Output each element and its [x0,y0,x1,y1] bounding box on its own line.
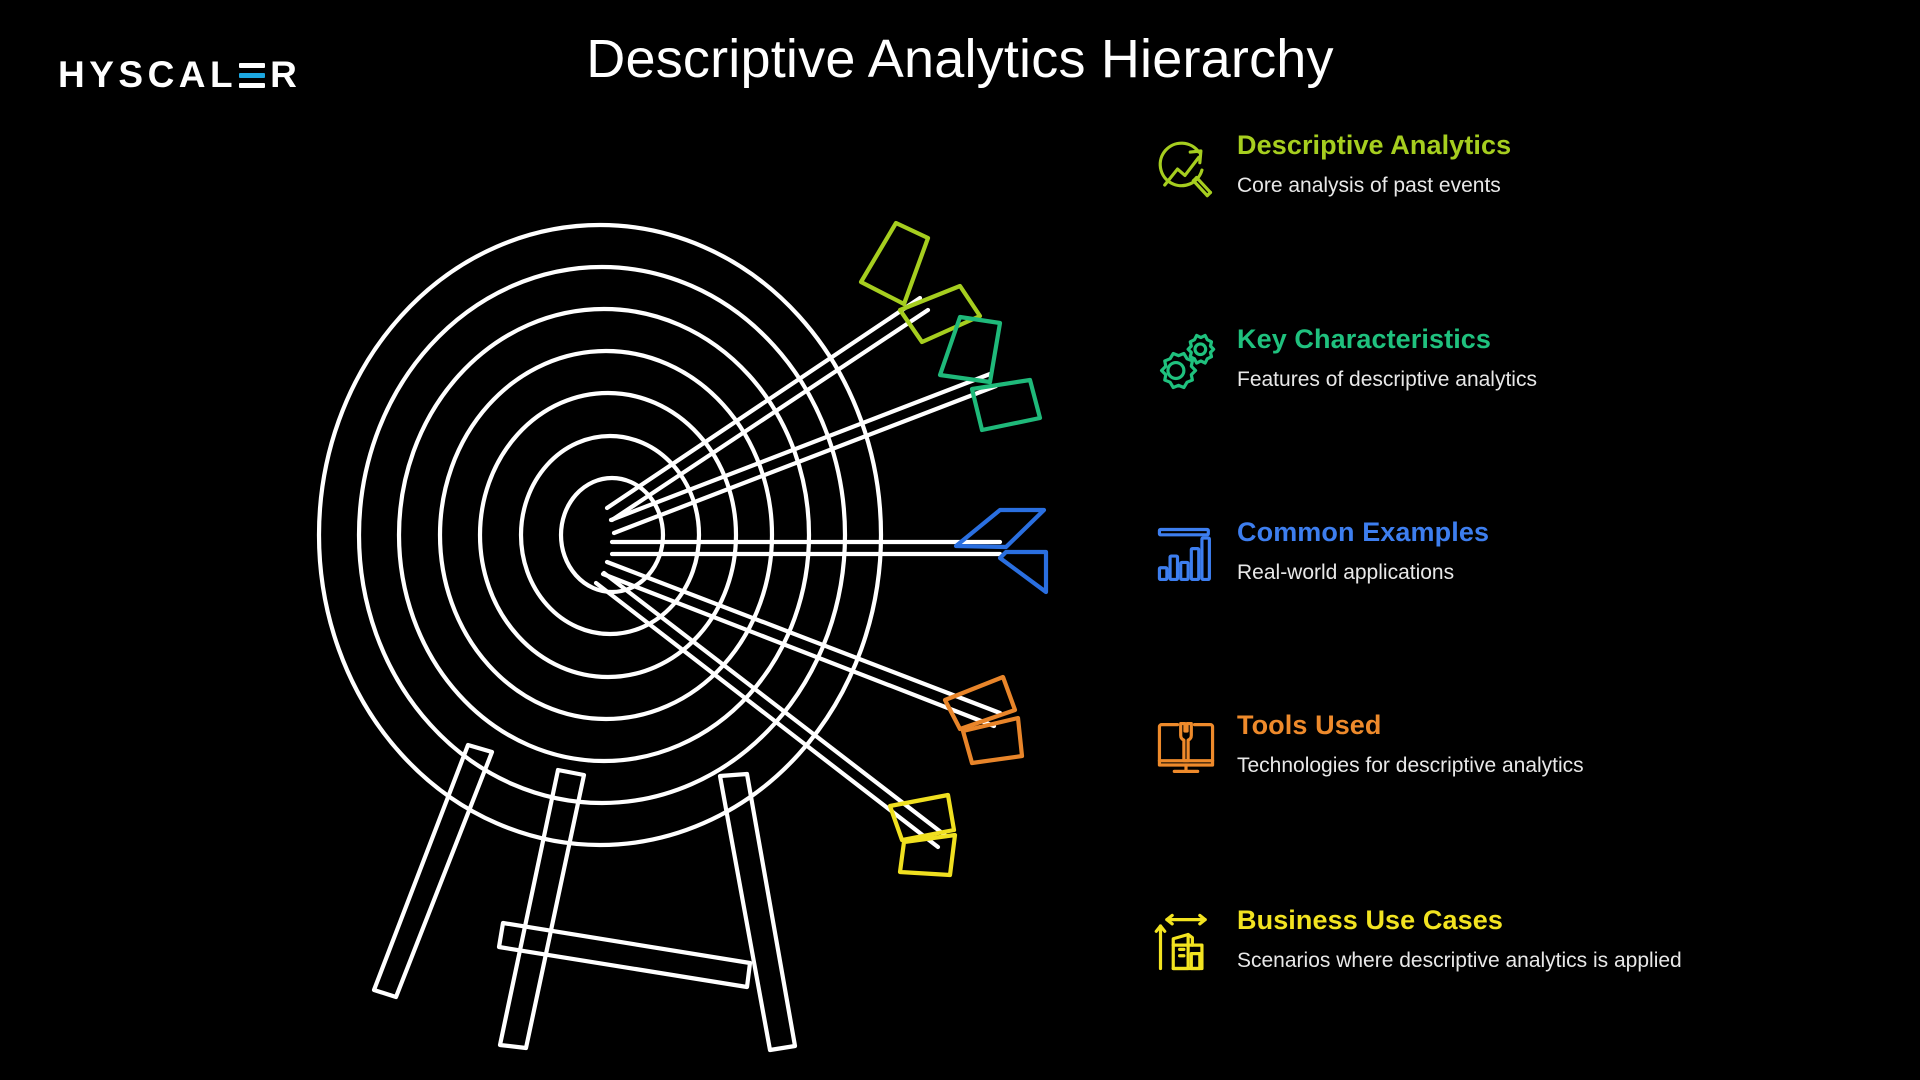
analytics-magnifier-trend-icon [1135,128,1237,206]
info-item-description: Technologies for descriptive analytics [1237,754,1584,778]
arrow-1-fletching [858,220,983,345]
info-item-title: Business Use Cases [1237,905,1503,935]
brand-logo-e-glyph-icon [239,62,266,88]
target-rings [316,222,884,848]
brand-logo-text-part1: HYSCAL [58,53,238,95]
info-text-block: Common Examples Real-world applications [1237,515,1489,587]
arrow-1-shaft [604,295,931,523]
info-item-description: Core analysis of past events [1237,174,1501,198]
logo-e-bar-bottom [239,82,266,88]
arrow-3-fletching [953,507,1049,595]
info-item-title: Common Examples [1237,517,1490,547]
info-item-title: Tools Used [1237,710,1382,740]
info-text-block: Descriptive Analytics Core analysis of p… [1237,128,1511,200]
info-item-common-examples[interactable]: Common Examples Real-world applications [1135,515,1895,593]
monitor-wrench-tools-icon [1135,708,1237,786]
logo-e-bar-top [239,62,266,68]
info-item-title: Descriptive Analytics [1237,130,1512,160]
info-item-key-characteristics[interactable]: Key Characteristics Features of descript… [1135,322,1895,400]
arrow-2-shaft [608,371,999,536]
brand-logo: HYSCAL R [58,52,301,96]
info-text-block: Business Use Cases Scenarios where descr… [1237,903,1682,975]
target-stand-legs [371,742,798,1053]
info-text-block: Tools Used Technologies for descriptive … [1237,708,1584,780]
info-item-descriptive-analytics[interactable]: Descriptive Analytics Core analysis of p… [1135,128,1895,206]
archery-target-svg [316,220,1049,1053]
info-item-business-use-cases[interactable]: Business Use Cases Scenarios where descr… [1135,903,1895,981]
info-item-title: Key Characteristics [1237,324,1492,354]
arrow-4-shaft [600,559,1003,729]
building-dimensions-icon [1135,903,1237,981]
gears-settings-icon [1135,322,1237,400]
arrow-5-shaft [593,570,949,850]
bar-chart-icon [1135,515,1237,593]
archery-target-illustration [300,190,1080,1080]
arrow-5-fletching [887,792,958,878]
logo-e-bar-middle-accent [239,72,266,78]
info-item-tools-used[interactable]: Tools Used Technologies for descriptive … [1135,708,1895,786]
info-item-description: Scenarios where descriptive analytics is… [1237,949,1682,973]
info-item-description: Real-world applications [1237,561,1455,585]
arrow-3-shaft [609,539,1003,557]
info-text-block: Key Characteristics Features of descript… [1237,322,1537,394]
page-title: Descriptive Analytics Hierarchy [586,29,1334,89]
brand-logo-text: HYSCAL R [58,56,301,93]
info-item-description: Features of descriptive analytics [1237,368,1537,392]
arrow-2-fletching [937,314,1043,433]
arrow-4-fletching [942,674,1025,766]
brand-logo-text-part2: R [270,53,302,95]
